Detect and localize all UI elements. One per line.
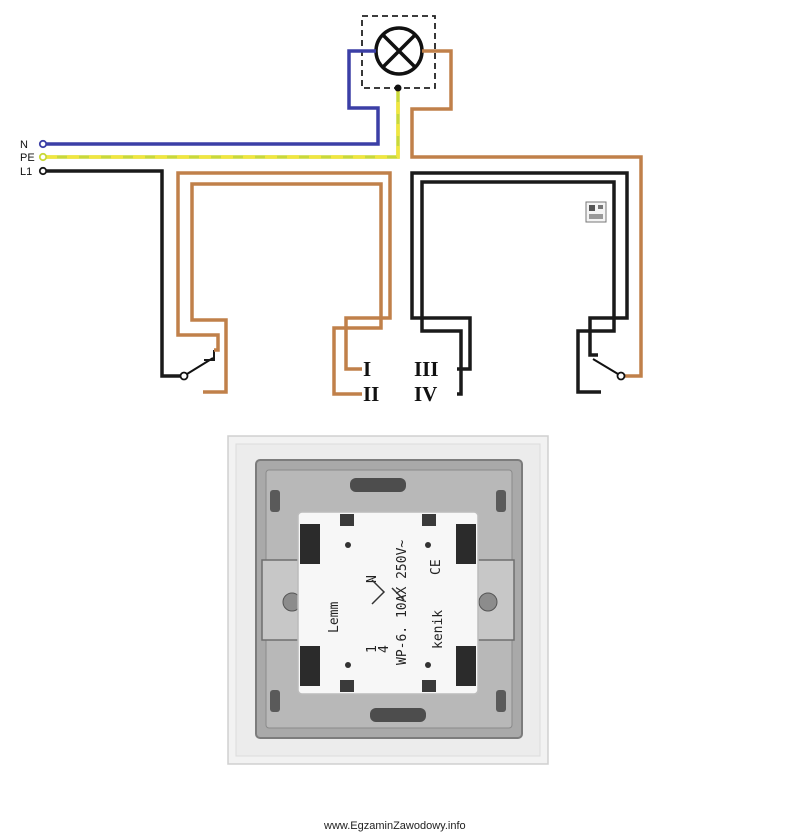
- wire-pe-green: [45, 89, 400, 159]
- wire-right-inner: [420, 180, 616, 396]
- device-rating-text: WP-6. 10AX 250V~: [395, 540, 410, 665]
- left-switch-symbol: [179, 350, 215, 381]
- terminal-n: [38, 139, 48, 149]
- switch-device-photo: WP-6. 10AX 250V~ kenik CE Lemm N 1 4: [227, 435, 549, 765]
- terminal-l1: [38, 166, 48, 176]
- wire-l1: [45, 169, 180, 378]
- watermark-stamp-icon: [585, 201, 607, 223]
- device-terminal-mark-4: 4: [377, 645, 392, 653]
- terminal-pe: [38, 152, 48, 162]
- device-terminal-mark-1: 1: [365, 645, 380, 653]
- terminal-label-ii: II: [363, 382, 379, 406]
- right-switch-symbol: [592, 358, 626, 381]
- label-pe: PE: [20, 152, 35, 164]
- wire-left-outer: [176, 171, 392, 371]
- device-ce-mark: CE: [429, 559, 444, 575]
- wire-left-inner: [190, 182, 383, 396]
- terminal-label-iii: III: [414, 357, 439, 381]
- device-side-brand: Lemm: [327, 602, 342, 633]
- terminal-label-iv: IV: [414, 382, 437, 406]
- footer-source-text: www.EgzaminZawodowy.info: [323, 820, 466, 832]
- label-n: N: [20, 139, 28, 151]
- wire-lamp-brown: [410, 49, 643, 378]
- device-terminal-mark-n: N: [365, 575, 380, 583]
- wire-pe-yellow: [45, 89, 400, 159]
- terminal-label-i: I: [363, 357, 371, 381]
- label-l1: L1: [20, 166, 32, 178]
- wire-neutral: [45, 49, 380, 146]
- lamp-icon: [374, 26, 424, 76]
- device-brand-text: kenik: [431, 610, 446, 649]
- pe-junction: [394, 84, 402, 92]
- wire-right-outer: [410, 171, 629, 371]
